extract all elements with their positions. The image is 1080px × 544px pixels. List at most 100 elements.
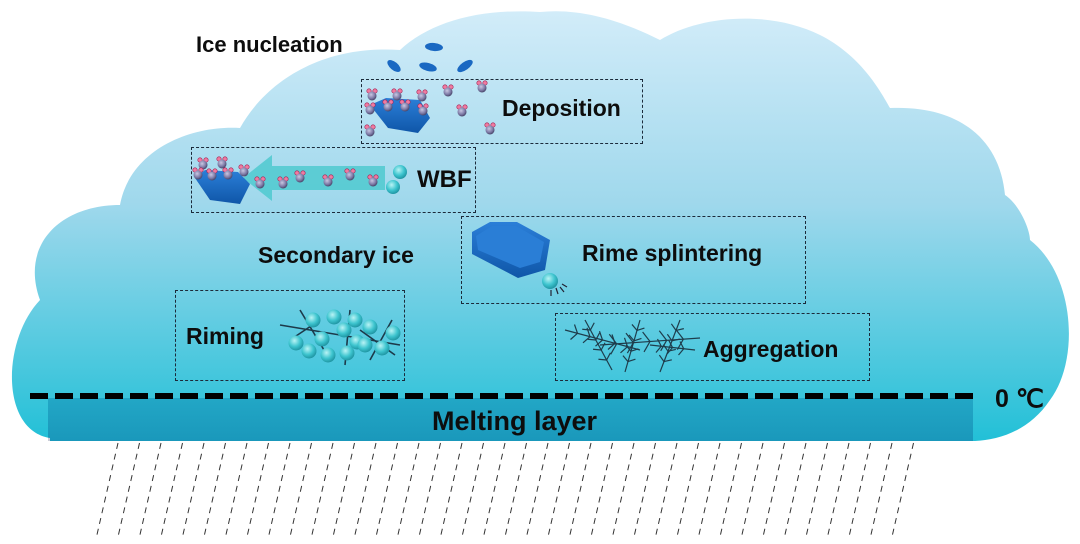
rain-streak — [332, 442, 355, 540]
rain-streak — [740, 442, 764, 540]
rain-streak — [181, 442, 205, 540]
rain-streak — [547, 442, 570, 540]
rain-streak — [117, 442, 140, 540]
splinter-fragments-icon — [550, 283, 568, 296]
rain-streak — [654, 442, 678, 540]
water-molecule-icon — [364, 124, 376, 137]
melting-layer-band — [48, 398, 973, 441]
water-molecule-icon — [366, 88, 378, 101]
aggregation-box — [555, 313, 870, 381]
wbf-box — [191, 147, 476, 213]
snowflake-barb — [633, 337, 642, 342]
snowflake-barb — [658, 354, 665, 362]
rime-droplet — [347, 312, 363, 328]
snowflake-barb — [643, 341, 651, 353]
snowflake-barb — [598, 358, 607, 361]
snowflake-barb — [598, 330, 604, 341]
deposition-box — [361, 79, 643, 144]
rain-streak — [95, 442, 119, 540]
water-molecule-icon — [382, 99, 394, 112]
aggregation-label: Aggregation — [703, 336, 839, 362]
rain-streak — [719, 442, 742, 540]
secondary-ice-label: Secondary ice — [258, 242, 414, 268]
supercooled-droplet-icon — [386, 180, 400, 194]
water-molecule-icon — [254, 176, 266, 189]
rime-droplet — [362, 319, 378, 335]
rain-streak — [891, 442, 914, 540]
snowflake-barb — [636, 327, 645, 331]
water-molecule-icon — [294, 170, 306, 183]
rain-streak — [525, 442, 549, 540]
water-molecule-icon — [206, 168, 218, 181]
snowflake-barb — [625, 344, 632, 352]
ice-nucleation-label: Ice nucleation — [196, 32, 343, 57]
nucleated-ice-crystal — [457, 59, 473, 73]
snowflake-barb — [608, 333, 618, 345]
snowflake-barb — [668, 339, 674, 348]
snowflake-barb — [678, 348, 685, 356]
rime-droplet — [339, 345, 355, 361]
snowflake-barb — [573, 324, 579, 334]
snowflake-barb — [592, 348, 602, 351]
snowflake-barb — [595, 339, 603, 347]
aggregated-snowflakes-icon — [564, 319, 701, 373]
rain-streak — [805, 442, 828, 540]
rime-droplet — [385, 325, 401, 341]
snowflake-barb — [655, 345, 662, 353]
snowflake-branch — [624, 319, 641, 373]
rime-droplet — [336, 322, 352, 338]
water-molecule-icon — [367, 174, 379, 187]
melting-layer-label: Melting layer — [432, 406, 598, 436]
water-molecule-icon — [456, 104, 468, 117]
water-molecule-icon — [222, 167, 234, 180]
water-molecule-icon — [277, 176, 289, 189]
nucleated-ice-crystal — [425, 42, 443, 52]
snowflake-barb — [675, 328, 684, 331]
water-molecule-icon — [192, 167, 204, 180]
rain-streak — [203, 442, 226, 540]
snowflake-barb — [625, 332, 634, 344]
snowflake-barb — [627, 358, 636, 363]
rime-splintering-box — [461, 216, 806, 304]
rain-streak — [848, 442, 871, 540]
snowflake-barb — [570, 332, 578, 340]
snowflake-barb — [671, 338, 680, 342]
water-molecule-icon — [197, 157, 209, 170]
cloud-shape — [11, 11, 1069, 442]
rime-droplet — [326, 309, 342, 325]
snowflake-barb — [630, 348, 639, 352]
ice-nucleation-crystals — [387, 42, 473, 73]
rain-streak — [461, 442, 484, 540]
nucleated-ice-crystal — [419, 62, 437, 72]
deposition-label: Deposition — [502, 95, 621, 121]
rain-streak — [590, 442, 613, 540]
snowflake-barb — [666, 333, 673, 342]
supercooled-droplet-icon — [393, 165, 407, 179]
rain-streak — [289, 442, 312, 540]
rime-droplet — [320, 347, 336, 363]
rain-streak — [396, 442, 420, 540]
snowflake-barb — [670, 323, 677, 331]
rain-streak — [267, 442, 291, 540]
snowflake-barb — [662, 344, 669, 352]
water-molecule-icon — [391, 88, 403, 101]
snowflake-barb — [656, 338, 662, 347]
nucleated-ice-crystal — [387, 60, 401, 72]
rain-streak — [826, 442, 850, 540]
snowflake-barb — [610, 343, 618, 355]
snowflake-barb — [589, 322, 595, 331]
ice-plate-top-face — [476, 226, 544, 268]
rain-streak — [633, 442, 656, 540]
water-molecule-icon — [416, 89, 428, 102]
left-arrow-icon — [243, 155, 385, 201]
wbf-illustration — [192, 155, 407, 204]
rain-streak — [375, 442, 398, 540]
rain-streaks-icon — [95, 442, 914, 540]
water-molecule-icon — [238, 164, 250, 177]
snowflake-barb — [595, 332, 601, 341]
rime-splintering-label: Rime splintering — [582, 240, 763, 266]
snowflake-barb — [582, 336, 591, 344]
snowflake-barb — [582, 328, 591, 331]
